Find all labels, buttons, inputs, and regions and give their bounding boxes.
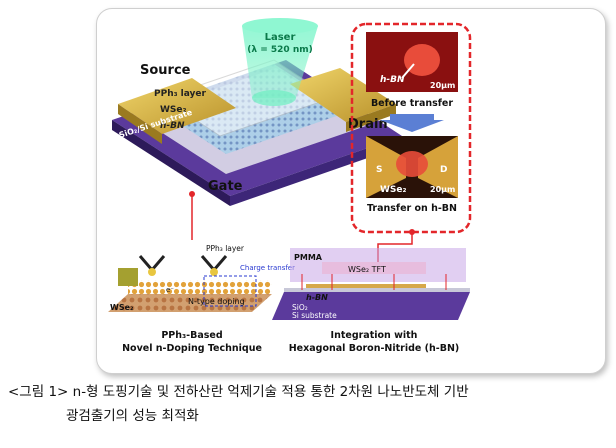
caption-line1: <그림 1> n-형 도핑기술 및 전하산란 억제기술 적용 통한 2차원 나노… xyxy=(8,384,469,400)
before-hbn-label: h-BN xyxy=(380,75,405,85)
doping-wse2-label: WSe₂ xyxy=(110,303,134,312)
laser-spot-top xyxy=(242,18,318,34)
drain-electrode-side xyxy=(346,104,396,132)
wse2-tft-label: WSe₂ TFT xyxy=(348,265,386,274)
drain-electrode xyxy=(290,68,396,122)
pph3-molecule-right xyxy=(200,255,228,276)
laser-spot xyxy=(252,90,296,106)
source-electrode-side xyxy=(118,104,162,144)
drain-label: Drain xyxy=(348,117,388,132)
doping-pph3-label: PPh₃ layer xyxy=(206,244,245,253)
after-wse2-label: WSe₂ xyxy=(380,185,407,195)
pph3-molecule-left xyxy=(138,255,166,276)
electron-label: e⁻ xyxy=(166,286,174,294)
int-si-label: Si substrate xyxy=(292,311,337,320)
after-scale-label: 20μm xyxy=(430,185,455,194)
transfer-on-hbn-caption: Transfer on h-BN xyxy=(367,203,457,214)
doping-caption-line1: PPh₃-Based xyxy=(161,330,222,341)
wse2-flake xyxy=(396,151,428,177)
gate-label: Gate xyxy=(208,179,243,194)
int-sio2-label: SiO₂ xyxy=(292,303,308,312)
after-d-label: D xyxy=(440,165,447,175)
hbn-pointer-arrow xyxy=(401,63,415,79)
doping-inset-image xyxy=(118,268,138,286)
ntype-doping-label: N-type doping xyxy=(188,297,245,306)
integration-illustration xyxy=(272,248,470,320)
before-scale-label: 20μm xyxy=(430,81,455,90)
substrate-front xyxy=(112,120,230,206)
laser-beam xyxy=(242,26,318,98)
device-illustration xyxy=(112,18,402,206)
hbn-layer-label: h-BN xyxy=(160,121,185,131)
charge-transfer-box xyxy=(203,275,257,307)
integration-connector-dot xyxy=(409,229,415,235)
after-s-label: S xyxy=(376,165,382,175)
transfer-panel xyxy=(350,22,472,234)
doping-electron-layer xyxy=(128,280,272,294)
doping-caption-line2: Novel n-Doping Technique xyxy=(122,343,262,354)
charge-transfer-label: Charge transfer xyxy=(240,264,295,272)
int-hbn-layer xyxy=(306,284,426,288)
integration-caption-line2: Hexagonal Boron-Nitride (h-BN) xyxy=(289,343,460,354)
integration-caption-line1: Integration with xyxy=(331,330,418,341)
pmma-label: PMMA xyxy=(294,253,323,262)
laser-label: Laser xyxy=(265,32,296,43)
figure-diagram: Laser (λ = 520 nm) Source Drain Gate PPh… xyxy=(108,18,472,354)
source-electrode xyxy=(118,78,236,134)
transfer-arrows xyxy=(301,274,447,290)
wse2-crystal xyxy=(108,294,272,312)
laser-wavelength: (λ = 520 nm) xyxy=(247,45,312,55)
pph3-layer-label: PPh₃ layer xyxy=(154,89,207,99)
caption-line2: 광검출기의 성능 최적화 xyxy=(66,408,199,424)
wse2-tft xyxy=(322,262,426,274)
drain-pad xyxy=(418,136,458,198)
wse2-layer-label: WSe₂ xyxy=(160,105,187,115)
int-hbn-label: h-BN xyxy=(306,293,328,302)
doping-illustration xyxy=(108,255,272,312)
substrate-side xyxy=(230,136,402,206)
transfer-arrow-icon xyxy=(380,114,444,132)
source-pad xyxy=(366,136,406,198)
int-sio2 xyxy=(284,288,470,292)
int-substrate xyxy=(272,292,470,320)
before-transfer-caption: Before transfer xyxy=(371,98,453,109)
figure-caption: <그림 1> n-형 도핑기술 및 전하산란 억제기술 적용 통한 2차원 나노… xyxy=(8,380,612,428)
doping-connector-dot xyxy=(189,191,195,197)
source-label: Source xyxy=(140,63,191,78)
hbn-flake xyxy=(404,44,440,76)
